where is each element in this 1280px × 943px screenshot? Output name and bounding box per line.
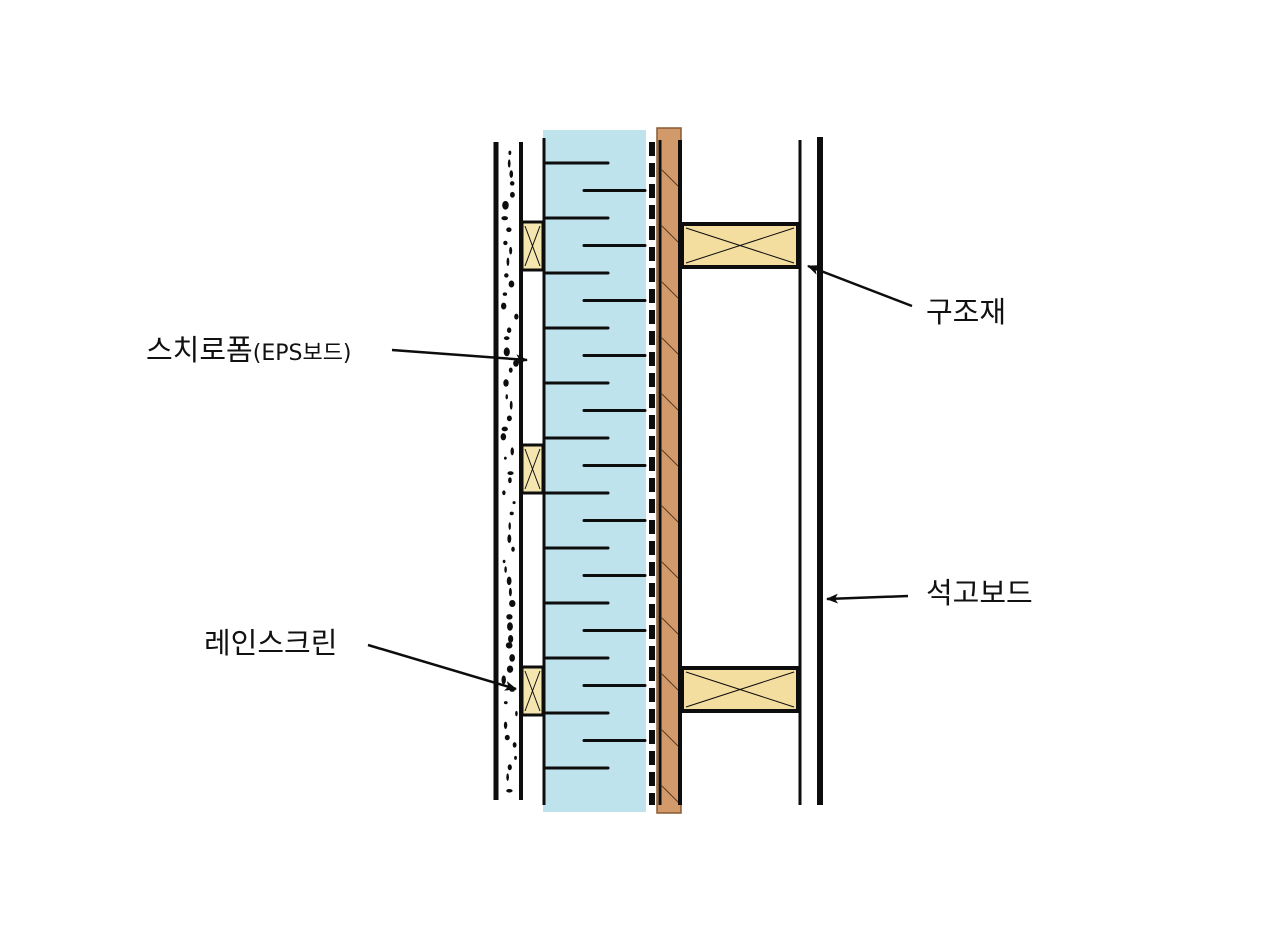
sheathing-grain-stroke [661, 281, 679, 299]
stucco-dot [507, 159, 511, 168]
eps-insulation-board [542, 130, 647, 812]
stucco-dot [502, 559, 506, 564]
rainscreen-batten [520, 443, 545, 495]
stucco-dot [500, 433, 507, 441]
gypsum-board-label: 석고보드 [926, 576, 1033, 610]
stucco-dot [504, 273, 509, 278]
stucco-dot [506, 227, 512, 233]
sheathing-grain-stroke [661, 561, 679, 579]
stucco-dot [504, 734, 510, 741]
stucco-dot [505, 642, 513, 649]
sheathing-grain-stroke [661, 673, 679, 691]
structure-label: 구조재 [926, 295, 1006, 329]
stucco-dot [500, 302, 507, 310]
exterior-stucco-layer [493, 142, 523, 800]
stucco-dot [503, 336, 510, 341]
stucco-dot [507, 764, 512, 771]
sheathing-board [656, 127, 682, 814]
stucco-dot [508, 150, 512, 156]
stucco-dot [509, 400, 513, 410]
stucco-dot [509, 654, 515, 662]
stucco-dot [508, 477, 512, 484]
structural-members [680, 222, 800, 713]
structure-arrow [807, 264, 913, 308]
stucco-dot [507, 534, 512, 543]
stucco-dot [509, 599, 516, 608]
sheathing-grain-stroke [661, 505, 679, 523]
styrofoam-label: 스치로폼(EPS보드) [146, 333, 352, 367]
stucco-dot [506, 576, 512, 586]
stucco-dot [503, 721, 508, 730]
stucco-dot [509, 246, 513, 255]
stucco-dot [509, 181, 515, 186]
callout-labels: 스치로폼(EPS보드) 레인스크린 구조재 석고보드 [146, 295, 1033, 660]
sheathing-grain-stroke [661, 617, 679, 635]
sheathing-grain-stroke [661, 785, 679, 803]
gypsum-board [798, 137, 823, 805]
sheathing-grain-stroke [661, 729, 679, 747]
stucco-dot [503, 347, 510, 357]
callout-arrows [367, 264, 913, 691]
stucco-dot [510, 447, 514, 456]
gypsum-board-arrow [826, 593, 909, 604]
stucco-dot [515, 710, 518, 717]
styrofoam-label-suffix: (EPS보드) [253, 341, 352, 366]
sheathing-grain-stroke [661, 169, 679, 187]
stucco-dot [506, 327, 512, 334]
stucco-dot [506, 415, 512, 422]
styrofoam-label-main: 스치로폼 [146, 333, 253, 367]
stucco-dot [502, 490, 506, 496]
sheathing-grain-stroke [661, 393, 679, 411]
stucco-dot [506, 257, 510, 267]
stucco-texture [500, 150, 519, 793]
stucco-dot [503, 701, 508, 705]
sheathing-grain-stroke [661, 449, 679, 467]
stucco-dot [509, 191, 515, 198]
stucco-dot [512, 742, 517, 748]
styrofoam-arrow [391, 348, 528, 365]
structural-stud [680, 222, 800, 269]
stucco-dot [502, 292, 508, 296]
stucco-dot [512, 501, 516, 505]
stucco-dot [508, 367, 513, 373]
stucco-dot [501, 426, 508, 432]
stucco-dot [506, 614, 513, 620]
stucco-dot [503, 240, 508, 246]
stucco-dot [508, 522, 511, 530]
insulation-hatch-marks [544, 161, 647, 770]
stucco-dot [507, 622, 513, 631]
stucco-dot [508, 280, 515, 288]
stucco-dot [506, 665, 514, 673]
stucco-dot [509, 170, 514, 178]
rainscreen-batten [520, 220, 545, 272]
sheathing-grain-stroke [661, 225, 679, 243]
stucco-dot [506, 773, 509, 781]
rainscreen-label: 레인스크린 [204, 626, 337, 660]
stucco-dot [511, 546, 515, 552]
stucco-dot [502, 200, 509, 210]
structural-stud [680, 666, 800, 713]
stucco-dot [504, 566, 507, 573]
rainscreen-battens [520, 220, 545, 717]
rainscreen-arrow [367, 643, 517, 691]
stucco-dot [513, 359, 519, 367]
stucco-dot [501, 675, 506, 685]
stucco-dot [503, 456, 507, 460]
stucco-dot [505, 394, 508, 400]
stucco-dot [507, 471, 514, 476]
sheathing-grain-stroke [661, 337, 679, 355]
stucco-dot [514, 755, 517, 760]
stucco-dot [506, 788, 513, 793]
stucco-dot [503, 379, 509, 387]
stucco-dot [509, 511, 514, 516]
stucco-dot [514, 313, 519, 320]
rainscreen-batten [520, 665, 545, 717]
stucco-dot [501, 216, 508, 221]
stucco-dot [508, 587, 512, 597]
sheathing-grain [661, 169, 679, 803]
stucco-dot [508, 634, 514, 643]
